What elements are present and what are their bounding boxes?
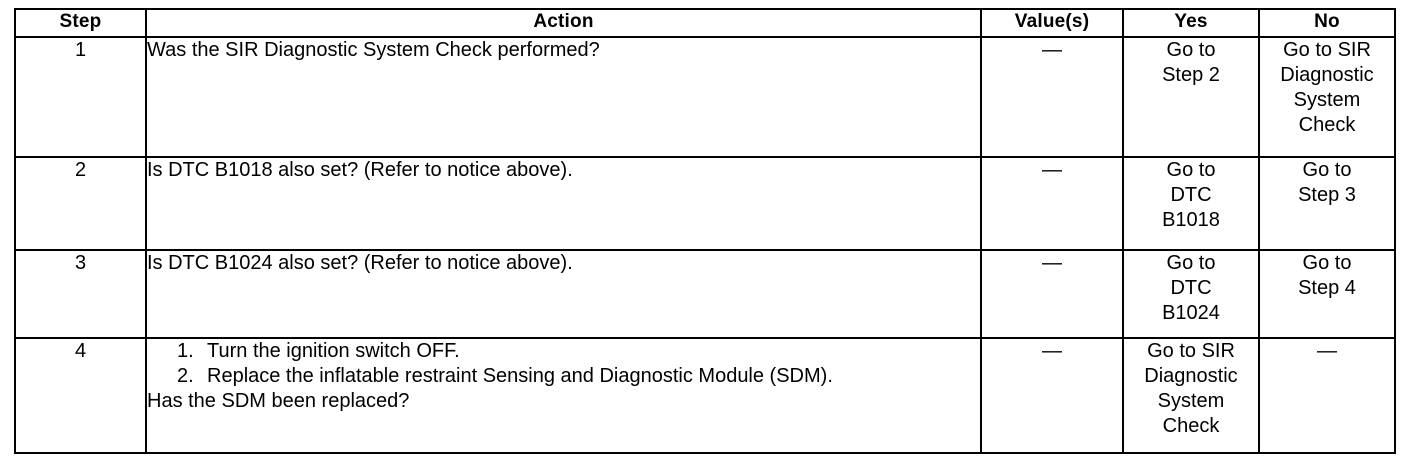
cell-no-line: Step 4 [1298, 277, 1356, 299]
action-step-item: Replace the inflatable restraint Sensing… [177, 364, 833, 389]
cell-yes-line: System [1157, 390, 1225, 412]
cell-value: — [980, 249, 1124, 339]
cell-yes-line: Go to [1166, 252, 1216, 274]
cell-step: 3 [14, 249, 147, 339]
cell-no: Go to Step 4 [1258, 249, 1396, 339]
column-header-value: Value(s) [980, 8, 1124, 38]
cell-yes: Go to SIR Diagnostic System Check [1122, 337, 1260, 454]
cell-step: 4 [14, 337, 147, 454]
cell-yes: Go to DTC B1018 [1122, 156, 1260, 251]
table-row: 1 Was the SIR Diagnostic System Check pe… [14, 36, 1396, 158]
cell-action: Was the SIR Diagnostic System Check perf… [145, 36, 982, 158]
action-step-item: Turn the ignition switch OFF. [177, 339, 460, 364]
cell-yes-line: Step 2 [1162, 64, 1220, 86]
cell-no-line: System [1293, 89, 1361, 111]
cell-yes-line: Go to [1166, 39, 1216, 61]
cell-step: 1 [14, 36, 147, 158]
table-row: 2 Is DTC B1018 also set? (Refer to notic… [14, 156, 1396, 251]
column-header-action: Action [145, 8, 982, 38]
cell-value: — [980, 337, 1124, 454]
cell-yes-line: Diagnostic [1144, 365, 1238, 387]
cell-step: 2 [14, 156, 147, 251]
cell-no-line: Go to SIR [1283, 39, 1371, 61]
cell-no-line: Go to [1302, 252, 1352, 274]
table-row: 3 Is DTC B1024 also set? (Refer to notic… [14, 249, 1396, 339]
cell-yes-line: DTC [1170, 184, 1212, 206]
cell-no: Go to Step 3 [1258, 156, 1396, 251]
table-row: 4 Turn the ignition switch OFF. Replace … [14, 337, 1396, 454]
cell-yes-line: B1018 [1162, 209, 1220, 231]
cell-no-line: Diagnostic [1280, 64, 1374, 86]
cell-yes-line: Go to SIR [1147, 340, 1235, 362]
cell-yes: Go to Step 2 [1122, 36, 1260, 158]
cell-no-line: Check [1298, 114, 1356, 136]
cell-action: Is DTC B1018 also set? (Refer to notice … [145, 156, 982, 251]
cell-action: Is DTC B1024 also set? (Refer to notice … [145, 249, 982, 339]
cell-no-line: Step 3 [1298, 184, 1356, 206]
cell-yes-line: Go to [1166, 159, 1216, 181]
table-header-row: Step Action Value(s) Yes No [14, 8, 1396, 38]
cell-no-line: Go to [1302, 159, 1352, 181]
diagnostic-procedure-table: Step Action Value(s) Yes No 1 Was the SI… [14, 8, 1396, 454]
cell-value: — [980, 156, 1124, 251]
cell-no-line: — [1317, 340, 1337, 362]
column-header-no: No [1258, 8, 1396, 38]
action-step-list: Turn the ignition switch OFF. Replace th… [147, 339, 980, 389]
cell-action: Turn the ignition switch OFF. Replace th… [145, 337, 982, 454]
table-header: Step Action Value(s) Yes No [14, 8, 1396, 38]
action-question: Has the SDM been replaced? [147, 390, 410, 412]
table-body: 1 Was the SIR Diagnostic System Check pe… [14, 36, 1396, 454]
column-header-step: Step [14, 8, 147, 38]
cell-yes-line: DTC [1170, 277, 1212, 299]
cell-yes: Go to DTC B1024 [1122, 249, 1260, 339]
cell-yes-line: B1024 [1162, 302, 1220, 324]
cell-yes-line: Check [1162, 415, 1220, 437]
cell-no: — [1258, 337, 1396, 454]
cell-no: Go to SIR Diagnostic System Check [1258, 36, 1396, 158]
cell-value: — [980, 36, 1124, 158]
column-header-yes: Yes [1122, 8, 1260, 38]
